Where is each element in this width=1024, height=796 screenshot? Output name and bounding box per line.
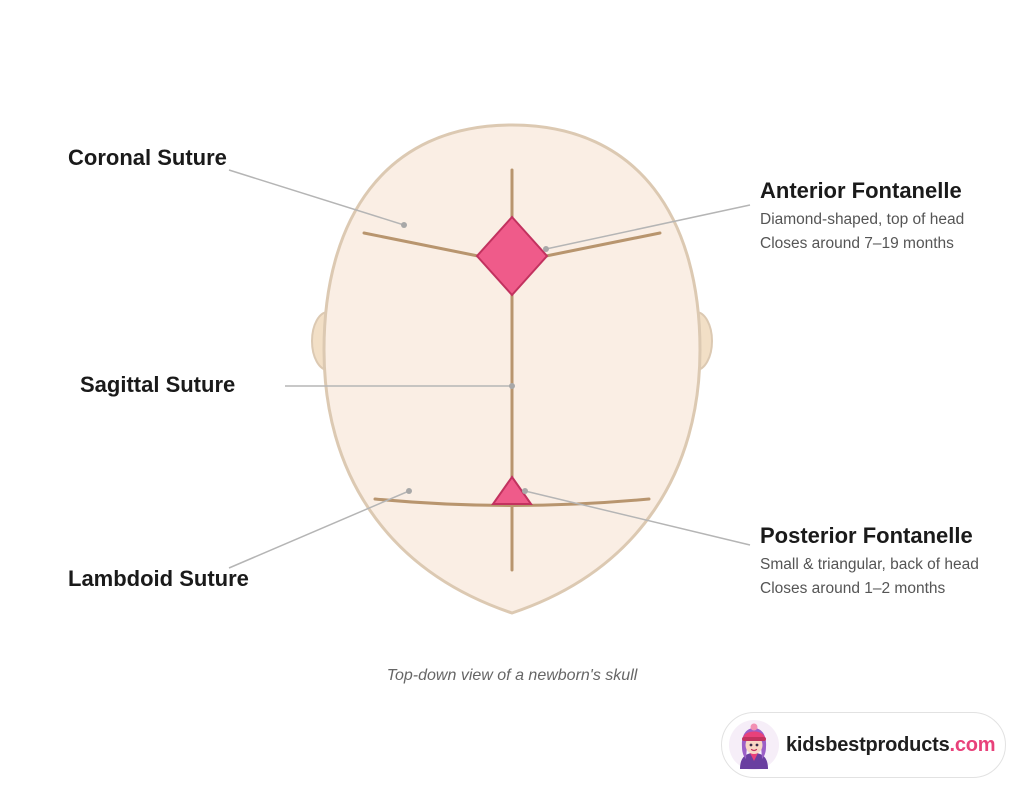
anterior-leader-dot: [543, 246, 549, 252]
coronal-leader-dot: [401, 222, 407, 228]
posterior-fontanelle-desc-1: Small & triangular, back of head: [760, 556, 979, 573]
lambdoid-leader-dot: [406, 488, 412, 494]
posterior-leader-line: [524, 490, 751, 546]
anterior-fontanelle-shape: [475, 215, 549, 297]
lambdoid-leader-line: [228, 490, 410, 569]
brand-mascot-icon: [729, 720, 779, 770]
lambdoid-suture-line: [373, 497, 651, 507]
coronal-suture-left: [362, 231, 480, 258]
brand-wordmark: kidsbestproducts.com: [786, 733, 996, 757]
sagittal-suture-label: Sagittal Suture: [80, 372, 236, 397]
posterior-fontanelle-label: Posterior Fontanelle: [760, 523, 973, 548]
anterior-leader-line: [545, 204, 751, 250]
anterior-fontanelle-desc-1: Diamond-shaped, top of head: [760, 211, 965, 228]
diagram-caption: Top-down view of a newborn's skull: [386, 667, 638, 684]
posterior-fontanelle-shape: [491, 475, 533, 505]
anterior-fontanelle-desc-2: Closes around 7–19 months: [760, 235, 954, 252]
brand-tld: .com: [949, 733, 996, 756]
posterior-fontanelle-desc-2: Closes around 1–2 months: [760, 580, 946, 597]
posterior-leader-dot: [522, 488, 528, 494]
anterior-fontanelle-label: Anterior Fontanelle: [760, 178, 962, 203]
coronal-leader-line: [228, 169, 405, 226]
coronal-suture-label: Coronal Suture: [68, 145, 227, 170]
brand-badge[interactable]: kidsbestproducts.com: [721, 712, 1006, 778]
lambdoid-suture-label: Lambdoid Suture: [68, 566, 249, 591]
sagittal-leader-dot: [509, 383, 515, 389]
brand-name: kidsbestproducts: [786, 733, 950, 756]
coronal-suture-right: [544, 231, 662, 258]
